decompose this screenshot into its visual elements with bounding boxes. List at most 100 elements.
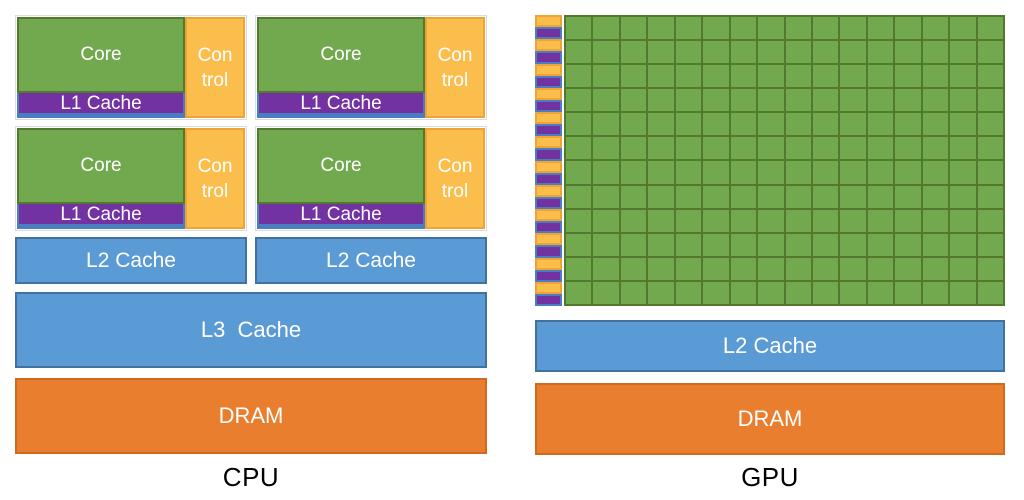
gpu-core-cell	[867, 137, 894, 160]
gpu-core-cell	[840, 233, 866, 256]
gpu-core-cell	[566, 257, 592, 280]
gpu-core-cell	[703, 281, 729, 304]
gpu-core-cell	[950, 17, 976, 40]
gpu-core-cell	[675, 161, 702, 184]
gpu-core-cell	[840, 257, 866, 280]
gpu-core-cell	[977, 41, 1003, 64]
gpu-core-cell	[730, 41, 757, 64]
cpu-l1-cache-label: L1 Cache	[60, 92, 142, 114]
gpu-core-cell	[812, 233, 839, 256]
cpu-core-block: Core Con trol L1 Cache	[255, 126, 487, 231]
gpu-core-cell	[703, 185, 729, 208]
gpu-core-cell	[922, 281, 949, 304]
gpu-core-cell	[593, 185, 619, 208]
gpu-core-cell	[867, 65, 894, 88]
gpu-core-cell	[922, 89, 949, 112]
gpu-core-cell	[950, 185, 976, 208]
gpu-core-cell	[620, 233, 647, 256]
gpu-core-cell	[867, 233, 894, 256]
gpu-core-cell	[950, 41, 976, 64]
cpu-control-label: Con trol	[197, 155, 233, 202]
gpu-core-cell	[922, 257, 949, 280]
cpu-l1-cache-label: L1 Cache	[300, 203, 382, 225]
gpu-core-cell	[895, 281, 921, 304]
gpu-control-strip	[535, 281, 562, 294]
gpu-core-cell	[758, 17, 784, 40]
gpu-core-cell	[620, 89, 647, 112]
gpu-core-cell	[758, 257, 784, 280]
cpu-core-block: Core Con trol L1 Cache	[255, 15, 487, 120]
gpu-core-cell	[785, 17, 811, 40]
gpu-core-cell	[977, 185, 1003, 208]
gpu-core-cell	[648, 161, 674, 184]
gpu-core-cell	[785, 137, 811, 160]
gpu-core-cell	[840, 185, 866, 208]
gpu-sm-row-controls	[535, 257, 562, 282]
gpu-core-cell	[593, 281, 619, 304]
gpu-core-cell	[812, 17, 839, 40]
cpu-core-box: Core	[17, 128, 185, 204]
gpu-core-cell	[812, 161, 839, 184]
gpu-core-cell	[950, 281, 976, 304]
gpu-control-strip	[535, 112, 562, 125]
gpu-core-cell	[950, 89, 976, 112]
cpu-diagram: Core Con trol L1 Cache Core Con trol L1 …	[15, 15, 487, 500]
gpu-core-cell	[840, 161, 866, 184]
gpu-core-cell	[620, 161, 647, 184]
gpu-control-strip	[535, 160, 562, 173]
gpu-control-strip	[535, 63, 562, 76]
gpu-core-cell	[895, 17, 921, 40]
gpu-l1-cache-strip	[535, 27, 562, 40]
cpu-l1-cache-box: L1 Cache	[257, 93, 425, 118]
gpu-core-cell	[840, 113, 866, 136]
gpu-core-cell	[593, 257, 619, 280]
gpu-core-cell	[675, 233, 702, 256]
gpu-core-cell	[593, 89, 619, 112]
gpu-core-grid	[564, 15, 1005, 306]
gpu-core-cell	[840, 209, 866, 232]
gpu-core-cell	[922, 233, 949, 256]
gpu-core-cell	[785, 41, 811, 64]
gpu-core-cell	[895, 233, 921, 256]
gpu-core-cell	[867, 41, 894, 64]
gpu-core-cell	[922, 41, 949, 64]
cpu-l2-cache-label: L2 Cache	[86, 248, 176, 272]
gpu-control-strip	[535, 136, 562, 149]
gpu-core-cell	[812, 41, 839, 64]
cpu-core-label: Core	[80, 155, 122, 176]
gpu-core-cell	[648, 185, 674, 208]
cpu-l2-cache-box: L2 Cache	[255, 237, 487, 284]
cpu-l3-cache-label: L3 Cache	[200, 317, 302, 342]
gpu-core-cell	[593, 113, 619, 136]
gpu-l2-cache-label: L2 Cache	[722, 333, 818, 358]
gpu-diagram: L2 Cache DRAM GPU	[535, 15, 1005, 500]
gpu-core-cell	[977, 161, 1003, 184]
gpu-core-cell	[922, 161, 949, 184]
gpu-core-cell	[648, 233, 674, 256]
gpu-sm-row-controls	[535, 112, 562, 137]
cpu-l1-cache-box: L1 Cache	[257, 204, 425, 229]
gpu-core-cell	[730, 233, 757, 256]
gpu-core-cell	[950, 161, 976, 184]
gpu-core-cell	[620, 65, 647, 88]
gpu-core-cell	[758, 41, 784, 64]
gpu-core-cell	[620, 17, 647, 40]
gpu-l1-cache-strip	[535, 221, 562, 234]
gpu-sm-row-controls	[535, 39, 562, 64]
gpu-dram-box: DRAM	[535, 383, 1005, 455]
gpu-caption: GPU	[741, 462, 799, 492]
gpu-core-cell	[922, 65, 949, 88]
gpu-core-cell	[620, 137, 647, 160]
gpu-core-cell	[895, 65, 921, 88]
gpu-core-cell	[950, 209, 976, 232]
cpu-caption: CPU	[222, 462, 280, 492]
gpu-core-cell	[950, 137, 976, 160]
gpu-core-cell	[620, 209, 647, 232]
gpu-core-cell	[730, 281, 757, 304]
gpu-core-cell	[840, 89, 866, 112]
gpu-core-cell	[812, 89, 839, 112]
gpu-core-cell	[648, 257, 674, 280]
cpu-control-box: Con trol	[425, 128, 485, 229]
gpu-core-cell	[648, 65, 674, 88]
gpu-core-cell	[785, 161, 811, 184]
